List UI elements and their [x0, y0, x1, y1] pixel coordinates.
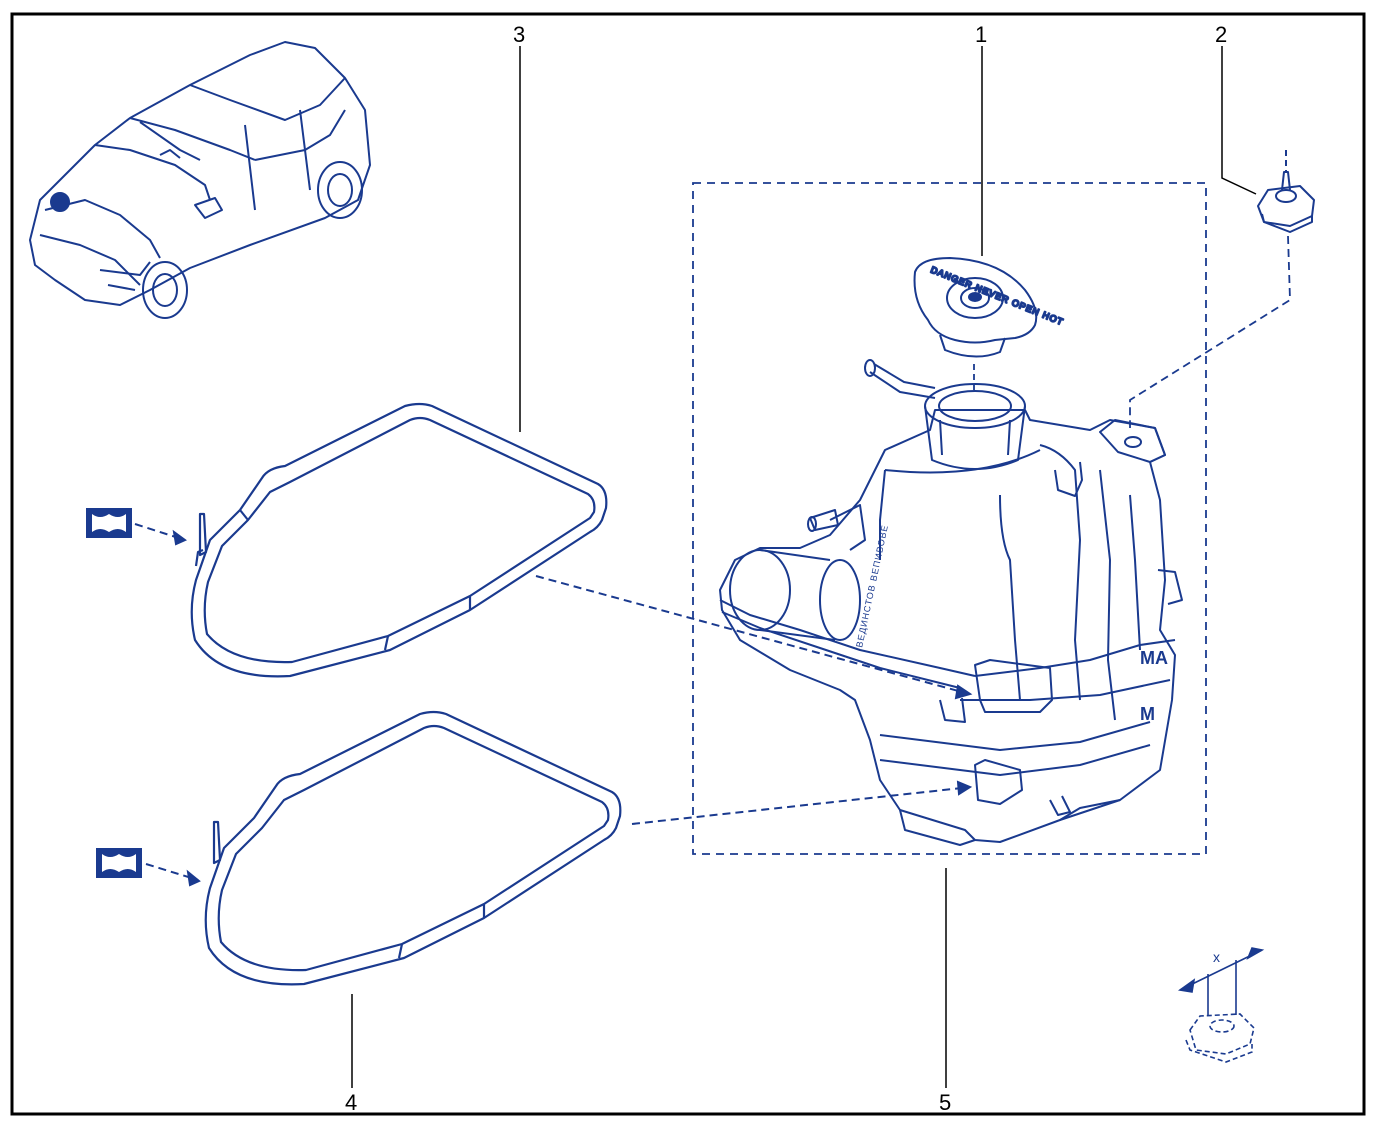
assembly-boundary [692, 182, 1207, 855]
nut-dashed-path [1129, 235, 1291, 428]
tank-mark-ma: MA [1140, 648, 1168, 668]
seal-symbol-lower [96, 848, 142, 878]
cap-stamp-text: DANGER NEVER OPEN HOT [929, 265, 1065, 328]
gasket-upper-arrow [134, 523, 973, 700]
callout-4: 4 [345, 1090, 357, 1115]
callout-5: 5 [939, 1090, 951, 1115]
radiator-cap: DANGER NEVER OPEN HOT [913, 257, 1066, 358]
callout-1: 1 [975, 22, 987, 47]
gasket-lower-arrow [145, 780, 973, 887]
callout-3: 3 [513, 22, 525, 47]
hex-nut [1257, 150, 1315, 233]
seal-symbol-upper [86, 508, 132, 538]
dimension-detail [1177, 947, 1265, 1063]
callout-leaders [351, 46, 1257, 1088]
vehicle-thumbnail [29, 41, 371, 319]
callout-2: 2 [1215, 22, 1227, 47]
diagram-border [10, 12, 1366, 1116]
gasket-upper [190, 402, 608, 678]
dimension-x-label: x [1213, 949, 1220, 965]
gasket-lower [204, 710, 622, 986]
expansion-tank [719, 359, 1183, 846]
tank-mark-m: M [1140, 704, 1155, 724]
